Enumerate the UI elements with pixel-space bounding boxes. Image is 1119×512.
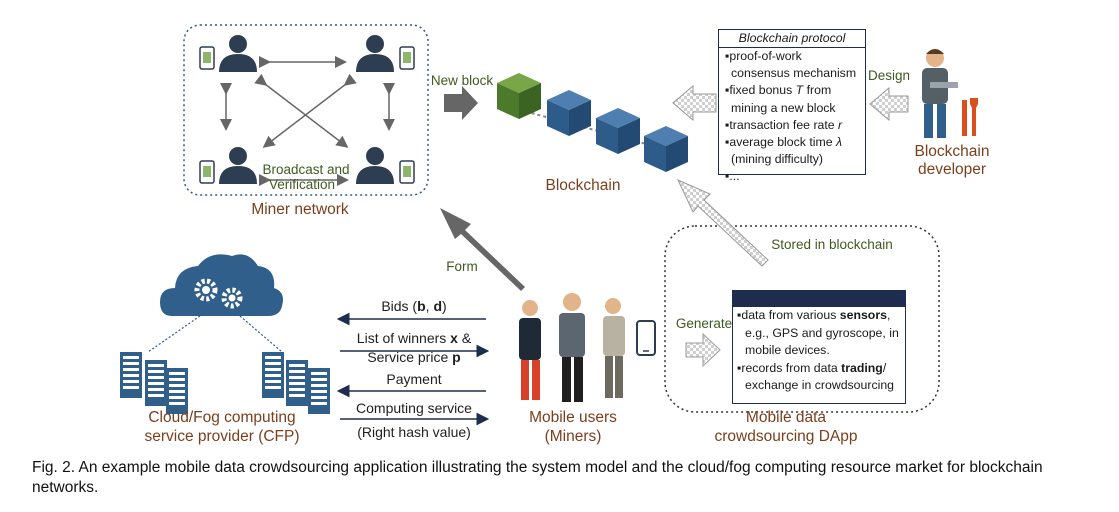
form-arrow (440, 208, 525, 291)
new-block-cube (497, 73, 541, 119)
dapp-item-trading-cont: exchange in crowdsourcing (745, 378, 895, 392)
stored-arrow (676, 179, 769, 267)
new-block-label: New block (431, 73, 494, 88)
protocol-item-blocktime-cont: (mining difficulty) (731, 152, 824, 167)
phone-icon (199, 160, 215, 184)
dapp-boundary (664, 225, 940, 413)
dapp-label-2: crowdsourcing DApp (714, 428, 857, 445)
dapp-item-sensors-cont: e.g., GPS and gyroscope, in (745, 325, 899, 340)
blockchain-blocks (497, 73, 688, 172)
developer-label-1: Blockchain (915, 143, 990, 160)
protocol-title: Blockchain protocol (719, 30, 865, 48)
winners-label: List of winners x & (357, 330, 472, 346)
generate-arrow (685, 332, 721, 368)
server-rack-right (262, 352, 330, 414)
miner-connections (220, 56, 395, 186)
protocol-item-bonus: ▪fixed bonus T from (725, 83, 832, 98)
protocol-item-bonus-cont: mining a new block (731, 100, 836, 115)
dapp-item-sensors-cont2: mobile devices. (745, 343, 830, 357)
dapp-item-sensors: ▪data from various sensors, (737, 308, 891, 322)
cfp-label-1: Cloud/Fog computing (148, 409, 295, 426)
block-cube (644, 126, 688, 172)
tools-icon (962, 98, 978, 136)
miner-node-bottom-right (356, 147, 415, 184)
protocol-item-pow-cont: consensus mechanism (731, 66, 857, 81)
block-cube (596, 108, 640, 154)
mobile-users-label-2: (Miners) (545, 428, 602, 445)
form-label: Form (446, 259, 478, 274)
mobile-users-label-1: Mobile users (529, 409, 617, 426)
developer-figure (922, 49, 958, 138)
protocol-item-more: ▪... (725, 169, 740, 184)
mobile-users-group (519, 293, 625, 402)
dapp-item-trading: ▪records from data trading/ (737, 360, 887, 375)
broadcast-label: Broadcast and (262, 162, 349, 177)
bids-label: Bids (b, d) (381, 298, 446, 314)
miner-node-bottom-left (199, 147, 257, 184)
server-rack-left (120, 352, 188, 414)
phone-icon (199, 46, 215, 70)
dapp-data-box: ▪data from various sensors, e.g., GPS an… (732, 290, 906, 404)
protocol-item-pow: ▪proof-of-work (725, 49, 802, 63)
design-arrow (869, 86, 909, 122)
phone-icon (399, 46, 415, 70)
figure-caption: Fig. 2. An example mobile data crowdsour… (32, 459, 1043, 496)
miner-node-top-left (199, 35, 257, 72)
right-hash-label: (Right hash value) (357, 424, 471, 440)
new-block-arrow (444, 86, 478, 120)
blockchain-protocol-box: Blockchain protocol ▪proof-of-work conse… (718, 29, 866, 183)
design-label: Design (868, 68, 910, 83)
payment-label: Payment (386, 371, 441, 387)
dapp-box-header (733, 291, 905, 307)
miner-node-top-right (356, 35, 415, 72)
verification-label: Verification (269, 177, 335, 192)
cfp-label-2: service provider (CFP) (144, 428, 299, 445)
protocol-item-fee: ▪transaction fee rate r (725, 117, 843, 132)
mobile-phone-icon (636, 320, 656, 356)
price-label: Service price p (367, 349, 460, 365)
protocol-arrow (672, 84, 717, 122)
developer-label-2: developer (918, 161, 986, 178)
blockchain-label: Blockchain (546, 177, 621, 194)
block-cube (547, 90, 591, 136)
generate-label: Generate (676, 316, 732, 331)
miner-network-boundary (183, 24, 429, 196)
protocol-item-blocktime: ▪average block time λ (725, 135, 843, 150)
phone-icon (399, 160, 415, 184)
gear-icon (221, 287, 243, 309)
gear-icon (194, 278, 218, 302)
cloud-icon (160, 254, 283, 316)
stored-label: Stored in blockchain (771, 237, 893, 252)
miner-network-label: Miner network (251, 201, 349, 218)
computing-service-label: Computing service (356, 400, 472, 416)
dapp-label-1: Mobile data (746, 409, 827, 426)
